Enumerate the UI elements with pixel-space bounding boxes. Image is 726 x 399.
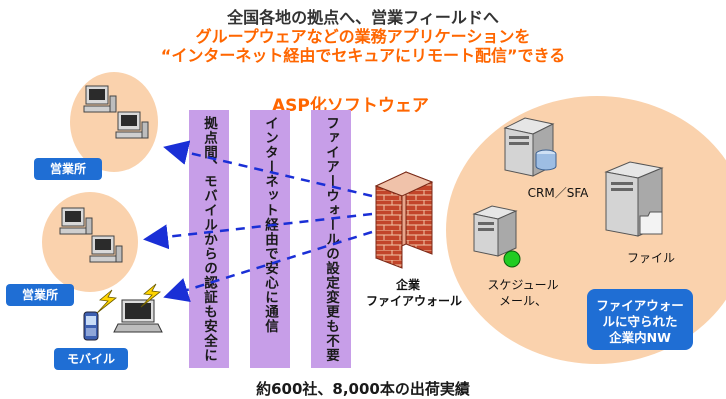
title-line-1: 全国各地の拠点へ、営業フィールドへ [227,8,499,27]
desktop-pc-icon [115,111,149,139]
file-server-label: ファイル [626,251,675,265]
status-light-icon [503,250,521,268]
server-icon [472,205,518,257]
desktop-pc-icon [89,235,123,263]
office-1-badge: 営業所 [34,158,102,180]
network-box-line-1: ファイアウォー [596,298,684,313]
feature-auth-text: 拠点間、モバイルからの認証も安全に [201,116,217,363]
network-box-line-2: ルに守られた [602,314,678,329]
feature-firewall-text: ファイアーウォールの設定変更も不要 [323,116,339,363]
title-line-3: “インターネット経由でセキュアにリモート配信”できる [160,46,566,65]
office-2-badge: 営業所 [6,284,74,306]
mail-label: メール、 [498,294,547,308]
footer-shipments: 約600社、8,000本の出荷実績 [256,380,470,398]
arrow-to-mobile [163,230,373,302]
lightning-icon [140,283,161,308]
feature-auth-bar: 拠点間、モバイルからの認証も安全に [189,110,229,368]
desktop-pc-icon [83,85,117,113]
firewall-label-line-2: ファイアウォール [366,294,463,308]
cellphone-icon [83,311,99,341]
crm-sfa-label: CRM／SFA [527,186,589,200]
file-folder-icon [639,211,663,235]
feature-firewall-bar: ファイアーウォールの設定変更も不要 [311,110,351,368]
title-line-2: グループウェアなどの業務アプリケーションを [195,27,531,46]
office-2-area [42,192,138,292]
feature-secure-comm-bar: インターネット経由で安心に通信 [250,110,290,368]
lightning-icon [96,289,117,314]
desktop-pc-icon [59,207,93,235]
arrow-to-office-2 [143,212,373,250]
corporate-network-box: ファイアウォー ルに守られた 企業内NW [587,289,693,350]
mobile-badge: モバイル [54,348,128,370]
arrow-to-office-1 [163,140,373,198]
firewall-label-line-1: 企業 [395,278,420,292]
network-box-line-3: 企業内NW [609,330,671,345]
laptop-icon [113,299,163,333]
firewall-icon [374,171,434,269]
schedule-label: スケジュール [487,278,559,292]
database-icon [535,149,557,171]
